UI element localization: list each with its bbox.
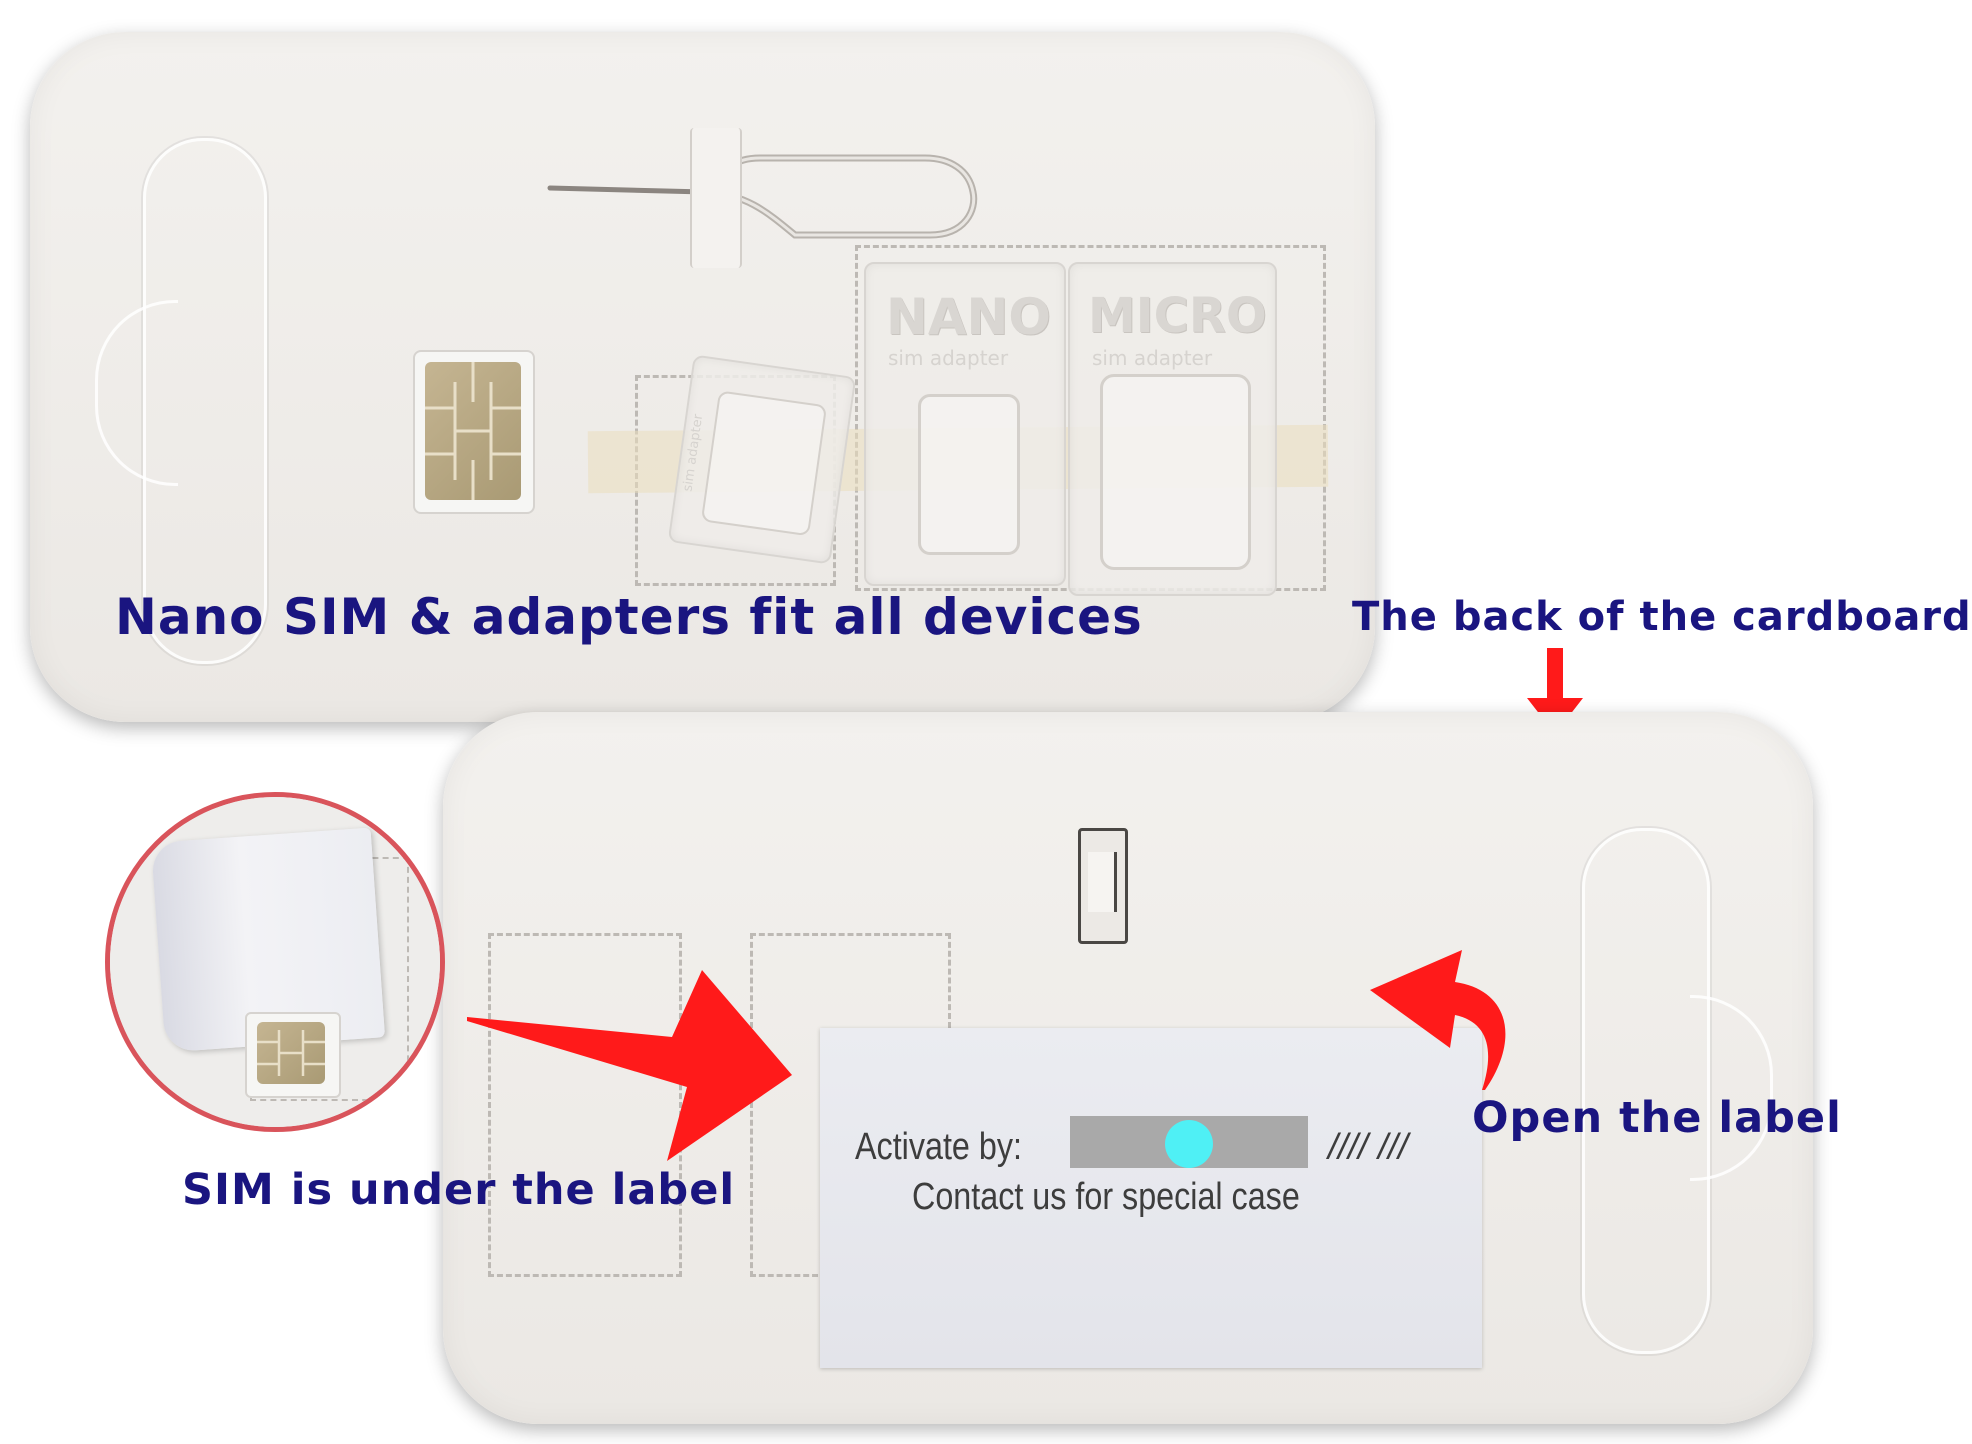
nano-sim-card <box>413 350 535 514</box>
sim-under-label-inset <box>105 792 445 1132</box>
contact-us-text: Contact us for special case <box>912 1176 1300 1218</box>
nano-adapter-window <box>918 394 1020 555</box>
sim-under-label-caption: SIM is under the label <box>182 1165 736 1215</box>
inset-sim-chip-icon <box>257 1022 325 1084</box>
back-hang-slot <box>1582 828 1710 1354</box>
back-slot-outline-left <box>488 933 682 1277</box>
activate-by-text: Activate by: <box>855 1126 1022 1168</box>
nano-sim-adapter: NANO sim adapter <box>864 262 1066 586</box>
small-adapter-window <box>700 390 828 537</box>
front-hang-slot <box>143 138 267 664</box>
inset-sim-card <box>245 1012 341 1098</box>
open-label-caption: Open the label <box>1472 1093 1842 1143</box>
small-adapter-side-text: sim adapter <box>680 413 707 493</box>
back-caption: The back of the cardboard <box>1352 594 1972 640</box>
sim-eject-pin-icon <box>547 154 978 239</box>
micro-adapter-sub: sim adapter <box>1092 346 1213 370</box>
small-sim-adapter: sim adapter <box>667 354 857 565</box>
micro-adapter-window <box>1100 374 1251 570</box>
micro-adapter-word: MICRO <box>1088 288 1267 344</box>
label-code-text: //// /// <box>1328 1126 1409 1167</box>
activation-label: Activate by: //// /// Contact us for spe… <box>820 1028 1482 1368</box>
sim-chip-icon <box>425 362 521 500</box>
pin-holder-strap <box>690 128 742 268</box>
redaction-dot-icon <box>1165 1120 1213 1168</box>
right-arrow-icon <box>467 970 792 1161</box>
nano-adapter-word: NANO <box>886 288 1051 346</box>
micro-sim-adapter: MICRO sim adapter <box>1068 262 1277 596</box>
back-card-slit-inner <box>1088 852 1117 912</box>
front-caption: Nano SIM & adapters fit all devices <box>115 588 1143 646</box>
nano-adapter-sub: sim adapter <box>888 346 1009 370</box>
curved-arrow-icon <box>1370 950 1506 1090</box>
